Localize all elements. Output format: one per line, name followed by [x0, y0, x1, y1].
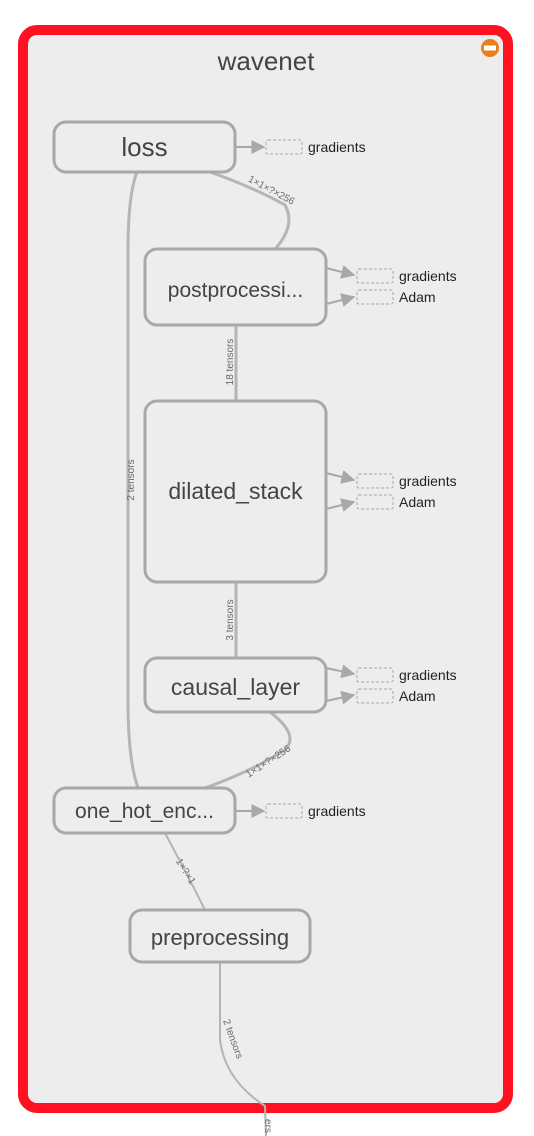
edge-label-onehot-loss: 2 tensors [126, 459, 137, 500]
aux-node-box[interactable] [356, 268, 394, 284]
aux-dilated-stack: gradients Adam [325, 470, 457, 512]
node-one-hot-encoding-label: one_hot_enc... [75, 800, 214, 823]
node-preprocessing[interactable]: preprocessing [128, 908, 312, 964]
aux-causal-layer-adam[interactable]: Adam [399, 688, 436, 704]
aux-one-hot-encoding-gradients[interactable]: gradients [308, 803, 366, 819]
node-preprocessing-label: preprocessing [151, 925, 289, 950]
node-dilated-stack[interactable]: dilated_stack [143, 399, 328, 584]
aux-loss: gradients [235, 139, 366, 155]
aux-node-box[interactable] [356, 289, 394, 305]
graph-title: wavenet [217, 46, 316, 76]
edge-preprocessing-out [219, 962, 267, 1136]
aux-postprocessing: gradients Adam [325, 265, 457, 307]
aux-node-box[interactable] [356, 473, 394, 489]
aux-postprocessing-gradients[interactable]: gradients [399, 268, 457, 284]
aux-node-box[interactable] [265, 139, 303, 155]
minus-circle-icon[interactable] [481, 39, 499, 57]
edge-causal-onehot [204, 710, 292, 790]
node-postprocessing-label: postprocessi... [168, 279, 303, 302]
edge-onehot-preprocessing [164, 832, 206, 911]
aux-node-box[interactable] [265, 803, 303, 819]
node-postprocessing[interactable]: postprocessi... [143, 247, 328, 327]
aux-causal-layer-gradients[interactable]: gradients [399, 667, 457, 683]
aux-node-box[interactable] [356, 667, 394, 683]
aux-dilated-stack-gradients[interactable]: gradients [399, 473, 457, 489]
edge-label-post-dilated: 18 tensors [225, 339, 236, 386]
edges [126, 170, 292, 1136]
node-loss-label: loss [121, 132, 167, 162]
node-loss[interactable]: loss [52, 120, 237, 174]
aux-causal-layer: gradients Adam [325, 664, 457, 705]
aux-postprocessing-adam[interactable]: Adam [399, 289, 436, 305]
aux-one-hot-encoding: gradients [235, 803, 366, 819]
aux-node-box[interactable] [356, 494, 394, 510]
edge-loss-postprocessing [209, 170, 291, 249]
node-causal-layer-label: causal_layer [171, 674, 300, 700]
node-dilated-stack-label: dilated_stack [168, 478, 303, 504]
node-one-hot-encoding[interactable]: one_hot_enc... [52, 786, 237, 835]
edge-label-out-clipped: ers [262, 1119, 273, 1133]
aux-node-box[interactable] [356, 688, 394, 704]
edge-onehot-loss [126, 171, 140, 789]
aux-loss-gradients[interactable]: gradients [308, 139, 366, 155]
aux-dilated-stack-adam[interactable]: Adam [399, 494, 436, 510]
node-causal-layer[interactable]: causal_layer [143, 656, 328, 714]
edge-label-dilated-causal: 3 tensors [225, 599, 236, 640]
